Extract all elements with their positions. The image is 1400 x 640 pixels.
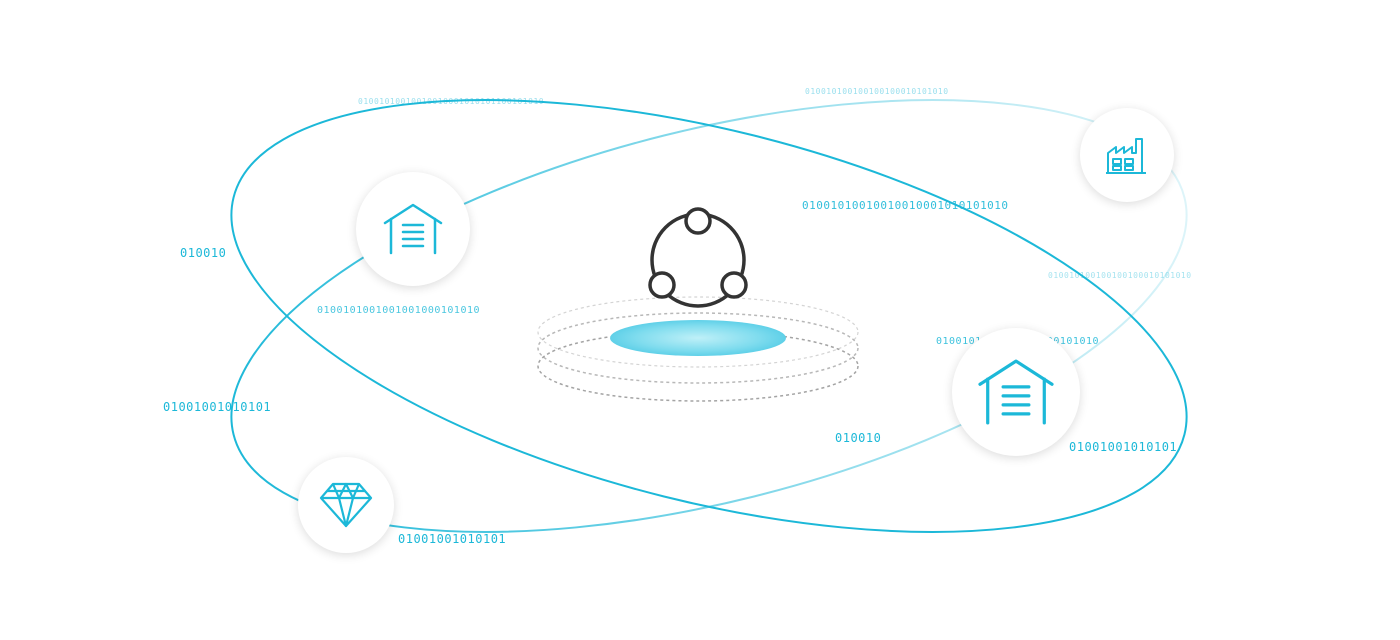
share-network-icon [648, 207, 748, 308]
hub-glow [610, 320, 786, 356]
warehouse-icon [383, 203, 443, 255]
binary-label: 01001001010101 [398, 532, 507, 546]
hub-platform [537, 296, 859, 402]
node-factory [1080, 108, 1174, 202]
orbit-ellipse-b [230, 99, 1188, 533]
binary-label: 01001001010101 [1069, 440, 1178, 454]
node-warehouse-right [952, 328, 1080, 456]
binary-label: 01001001010101 [163, 400, 272, 414]
node-warehouse-left [356, 172, 470, 286]
binary-label: 010010100100100100010101010 [805, 87, 949, 96]
factory-icon [1106, 138, 1146, 174]
orbit-ellipse-a [230, 99, 1188, 533]
diamond-icon [319, 482, 373, 528]
binary-label: 01001010010010010001010101100101010 [358, 97, 545, 106]
binary-label: 010010 [180, 246, 227, 260]
node-diamond [298, 457, 394, 553]
binary-label: 0100101001001001000101010 [317, 305, 481, 316]
binary-label: 010010 [835, 431, 882, 445]
binary-label: 010010100100100100010101010 [1048, 271, 1192, 280]
warehouse-icon [978, 359, 1054, 425]
binary-label: 01001010010010010001010101010 [802, 199, 1009, 212]
